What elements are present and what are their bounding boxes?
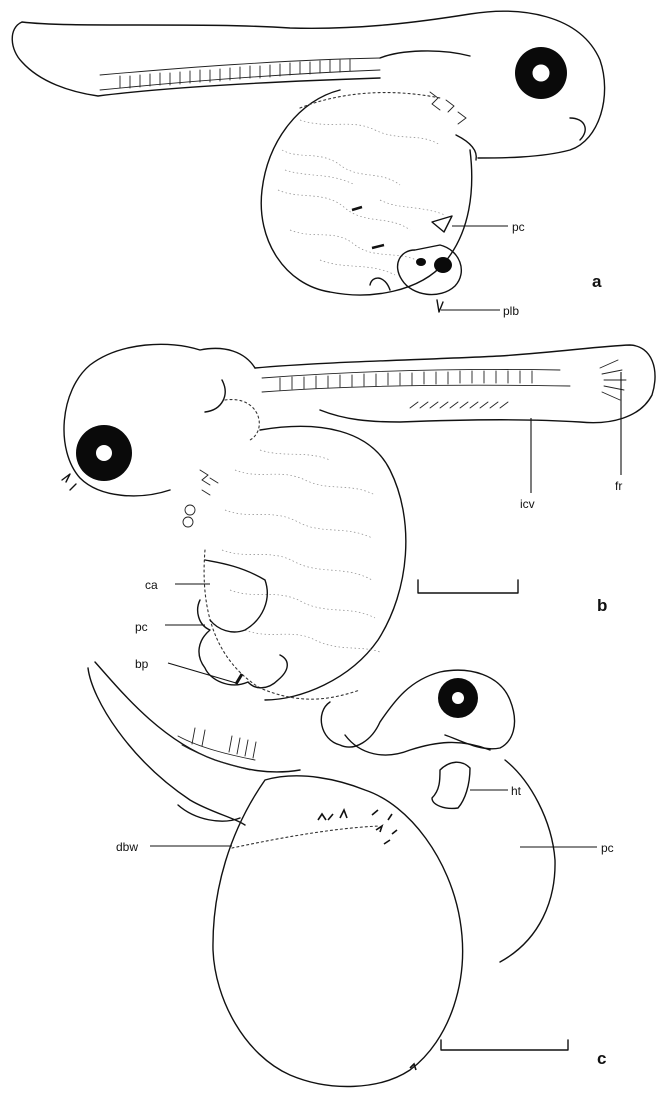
head-c <box>321 670 514 749</box>
label-b-icv: icv <box>520 497 535 511</box>
label-c-dbw: dbw <box>116 840 138 854</box>
label-b-bp: bp <box>135 657 149 671</box>
scale-bar-b <box>418 580 518 593</box>
pericardial-cavity-c <box>500 760 555 962</box>
label-c-pc: pc <box>601 841 614 855</box>
yolk-sac-c <box>213 776 463 1087</box>
panel-b: ca pc bp icv fr b <box>62 344 655 700</box>
larva-a-outline <box>12 11 604 158</box>
label-c-ht: ht <box>511 784 522 798</box>
scale-bar-c <box>441 1040 568 1050</box>
label-a-plb: plb <box>503 304 519 318</box>
label-a-pc: pc <box>512 220 525 234</box>
label-b-ca: ca <box>145 578 158 592</box>
panel-c: dbw ht pc c <box>88 662 614 1086</box>
panel-label-a: a <box>592 272 602 291</box>
yolk-sac-b <box>260 426 406 700</box>
panel-a: pc plb a <box>12 11 604 318</box>
label-b-pc: pc <box>135 620 148 634</box>
label-b-fr: fr <box>615 479 622 493</box>
panel-label-b: b <box>597 596 607 615</box>
larva-b-outline <box>255 345 655 423</box>
panel-label-c: c <box>597 1049 606 1068</box>
